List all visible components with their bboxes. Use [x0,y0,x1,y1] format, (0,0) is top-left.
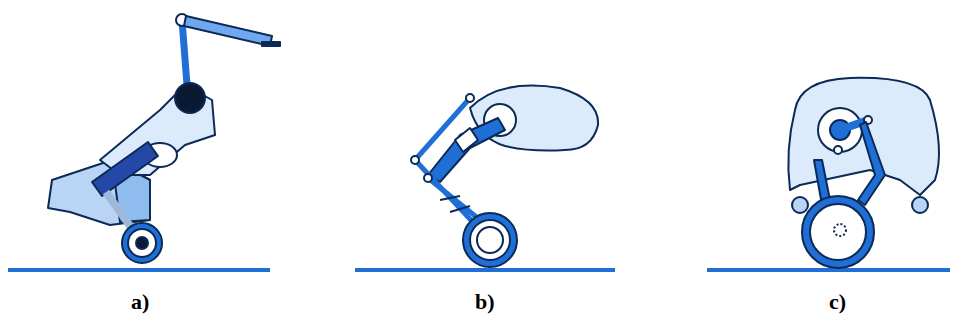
robot-a [48,14,280,263]
panel-label: a) [131,289,149,315]
ground-lines [8,268,950,272]
robot-c [788,78,939,268]
panel-label: c) [829,289,846,315]
robot-b [411,86,598,268]
panel-label: b) [475,289,495,315]
